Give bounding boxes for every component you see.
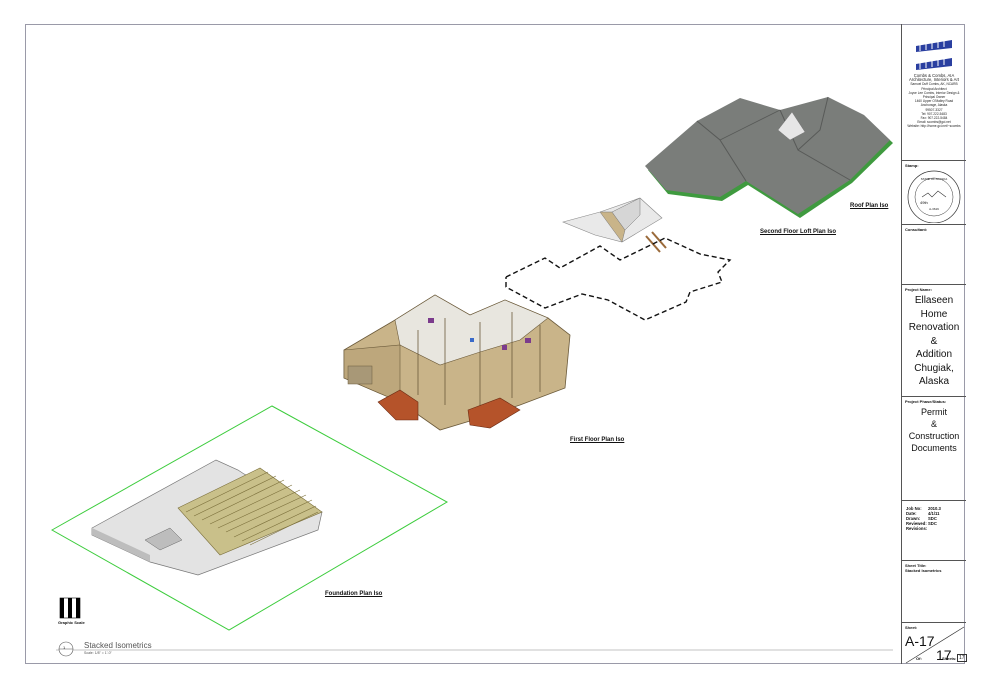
graphic-scale — [56, 597, 893, 657]
project-name-line: Home — [920, 308, 948, 320]
total-sheets: 17 — [957, 654, 967, 662]
firm-line: Principal Architect — [921, 86, 947, 91]
project-name-line: Chugiak, — [914, 362, 954, 374]
phase-line: Documents — [911, 443, 957, 453]
firm-line: 99507-3327 — [925, 107, 943, 112]
roof-plan-iso-label: Roof Plan Iso — [850, 203, 889, 209]
firm-line: Website: http://home.gci.net/~scombs — [907, 124, 961, 129]
stamp-text: STATE OF ALASKA — [920, 177, 948, 181]
phase-label: Project Phase/Status: — [905, 399, 947, 404]
firm-line: Samuel Duff Combs, AK, NCARB — [910, 82, 958, 87]
phase-line: Construction — [908, 431, 960, 441]
foundation-iso — [50, 405, 449, 631]
of-label: Of: — [916, 656, 922, 661]
info-row-drawn: Drawn:SDC — [906, 516, 937, 521]
project-name-line: Alaska — [918, 376, 949, 387]
job-info: Job No:2010.3 Date:4/1/11 Drawn:SDC Revi… — [902, 500, 966, 560]
total-label: Sheets: — [942, 656, 957, 661]
project-name-line: Renovation — [908, 322, 960, 333]
phase-section: Project Phase/Status: Permit & Construct… — [902, 396, 966, 500]
consultant-section: Consultant: — [902, 224, 966, 284]
sheet-border — [25, 24, 965, 664]
drawing-title: Stacked Isometrics — [84, 641, 152, 650]
second-floor-loft-iso-label: Second Floor Loft Plan Iso — [760, 229, 837, 235]
phase-line: Permit — [920, 407, 947, 417]
consultant-label: Consultant: — [905, 227, 928, 232]
firm-line: 1460 Upper O'Malley Road — [914, 99, 954, 104]
firm-name: Combs & Combs, AIA — [913, 73, 955, 78]
phase-line: & — [930, 419, 937, 429]
firm-logo-icon — [916, 40, 952, 70]
title-block: Combs & Combs, AIA Architecture, Interio… — [901, 24, 967, 664]
graphic-scale-label: Graphic Scale — [58, 620, 85, 625]
project-name-line: Ellaseen — [914, 295, 954, 306]
first-floor-iso-label: First Floor Plan Iso — [570, 437, 625, 443]
loft-iso — [505, 197, 732, 321]
firm-sub: Architecture, Interiors & Art — [908, 77, 960, 83]
roof-iso — [645, 96, 893, 218]
sheet-label: Sheet: — [905, 625, 918, 630]
stamp-section: Stamp: STATE OF ALASKA 49th A-3619 — [902, 160, 966, 224]
firm-line: Tel: 907.222-5483 — [921, 111, 947, 116]
info-row-date: Date:4/1/11 — [906, 511, 940, 516]
info-row-job: Job No:2010.3 — [906, 506, 941, 511]
stamp-number: A-3619 — [929, 207, 939, 211]
sheet-seq: 17 — [936, 647, 952, 663]
project-name-line: & — [930, 335, 938, 347]
stamp-year: 49th — [920, 200, 928, 205]
drawing-number: 1 — [63, 645, 66, 650]
drawing-scale: Scale: 1/8" = 1'-0" — [84, 651, 112, 655]
firm-line: Anchorage, Alaska — [920, 103, 948, 108]
sheet-title-section: Sheet Title: Stacked Isometrics — [902, 560, 966, 622]
sheet-title: Stacked Isometrics — [905, 568, 942, 573]
sheet-number: A-17 — [905, 633, 935, 649]
project-label: Project Name: — [905, 287, 932, 292]
firm-line: Fax: 907.222-5484 — [920, 116, 948, 121]
info-row-revisions: Revisions: — [906, 526, 928, 531]
project-name: Ellaseen Home Renovation & Addition Chug… — [902, 294, 966, 389]
foundation-iso-label: Foundation Plan Iso — [325, 591, 383, 597]
project-section: Project Name: Ellaseen Home Renovation &… — [902, 284, 966, 396]
project-name-line: Addition — [915, 349, 953, 360]
sheet-number-section: Sheet: A-17 17 Of: Sheets: 17 — [902, 622, 967, 664]
sheet-title-label: Sheet Title: — [905, 563, 927, 568]
firm-line: Principal Owner — [922, 95, 946, 100]
first-floor-iso — [343, 294, 571, 431]
stamp-label: Stamp: — [905, 163, 919, 168]
firm-info: Combs & Combs, AIA Architecture, Interio… — [902, 24, 966, 160]
info-row-reviewed: Reviewed:SDC — [906, 521, 937, 526]
firm-line: Joyce Lee Combs, Interior Design & — [908, 90, 960, 95]
sheet-divider — [905, 626, 965, 664]
architect-stamp-icon — [907, 170, 961, 223]
firm-line: Email: scombs@gci.net — [917, 120, 951, 125]
phase-status: Permit & Construction Documents — [902, 406, 966, 454]
